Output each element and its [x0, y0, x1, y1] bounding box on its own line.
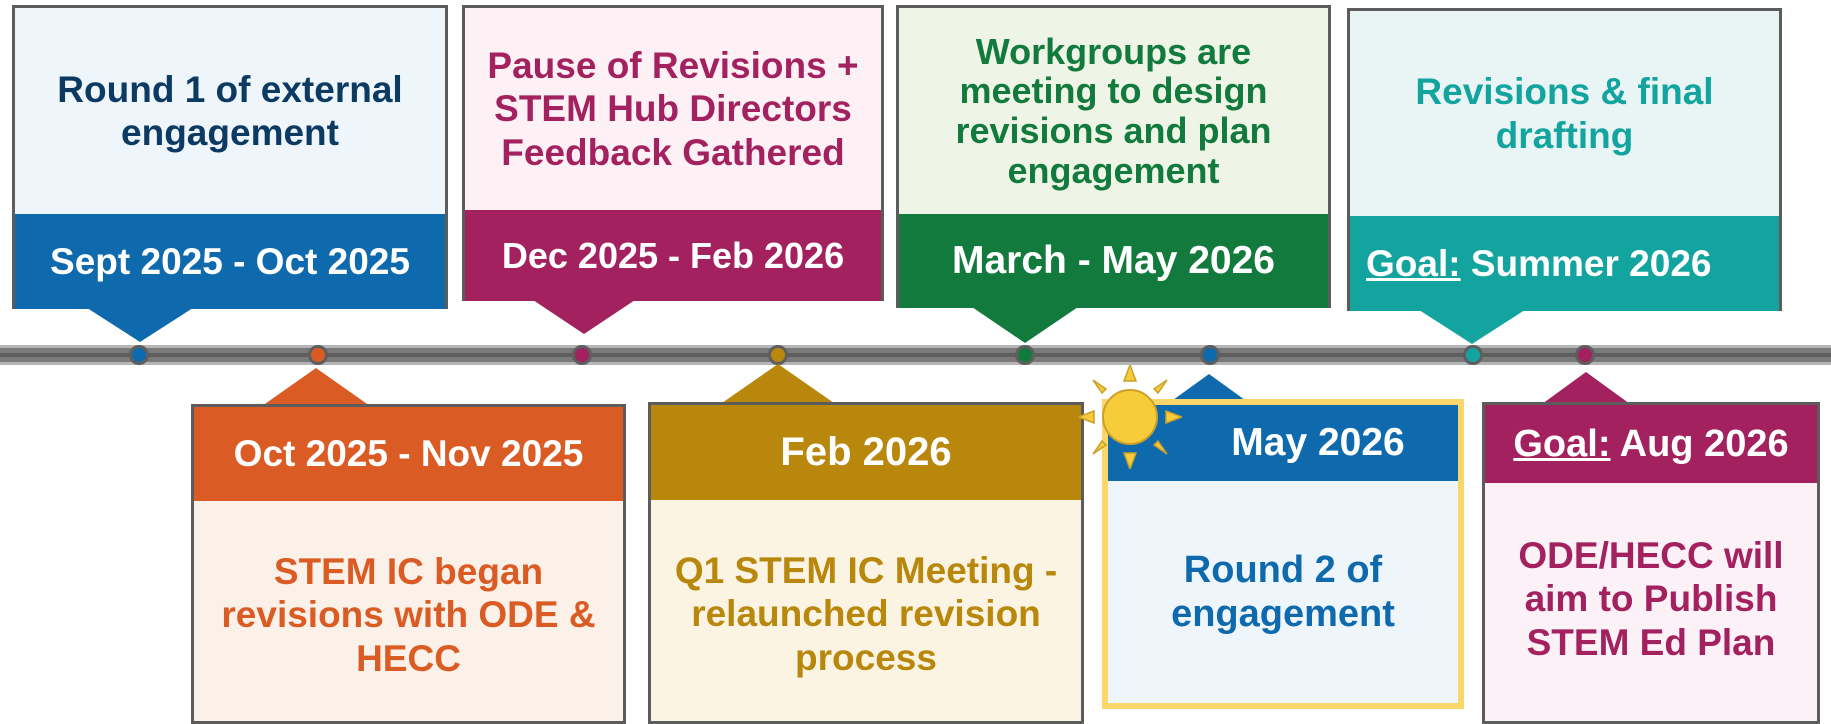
- milestone-title: Revisions & final drafting: [1415, 71, 1714, 156]
- milestone-pointer: [1542, 372, 1630, 404]
- milestone-card-final-drafting: Revisions & final drafting Goal: Summer …: [1347, 8, 1782, 311]
- milestone-text: STEM IC began revisions with ODE & HECC: [221, 551, 596, 679]
- milestone-title: Round 1 of external engagement: [57, 68, 403, 153]
- timeline-line: [0, 345, 1831, 365]
- sun-icon: [1078, 365, 1182, 469]
- milestone-date: Summer 2026: [1460, 242, 1712, 284]
- milestone-date-row: Goal: Aug 2026: [1485, 405, 1817, 483]
- milestone-pointer: [262, 368, 370, 406]
- milestone-text: Q1 STEM IC Meeting - relaunched revision…: [674, 550, 1058, 678]
- milestone-card-stem-ic-began: Oct 2025 - Nov 2025 STEM IC began revisi…: [191, 404, 626, 724]
- milestone-date-row: Goal: Summer 2026: [1350, 216, 1779, 311]
- milestone-card-round1: Round 1 of external engagement Sept 2025…: [12, 5, 448, 309]
- milestone-card-pause-revisions: Pause of Revisions + STEM Hub Directors …: [462, 5, 884, 301]
- timeline-dot-summer-2026: [1463, 345, 1483, 365]
- milestone-pointer: [969, 305, 1081, 343]
- milestone-date: Feb 2026: [651, 405, 1081, 500]
- milestone-text: ODE/HECC will aim to Publish STEM Ed Pla…: [1518, 535, 1784, 663]
- milestone-pointer: [1416, 308, 1528, 344]
- milestone-card-workgroups: Workgroups are meeting to design revisio…: [896, 5, 1331, 308]
- milestone-pointer: [530, 298, 638, 334]
- milestone-card-q1-meeting: Feb 2026 Q1 STEM IC Meeting - relaunched…: [648, 402, 1084, 724]
- milestone-card-publish-plan: Goal: Aug 2026 ODE/HECC will aim to Publ…: [1482, 402, 1820, 724]
- milestone-date: March - May 2026: [899, 214, 1328, 308]
- milestone-text: Round 2 of engagement: [1171, 548, 1395, 635]
- milestone-pointer: [722, 364, 834, 403]
- milestone-pointer: [84, 306, 196, 342]
- timeline-dot-sept-2025: [129, 345, 149, 365]
- milestone-date: Oct 2025 - Nov 2025: [194, 407, 623, 501]
- milestone-pointer: [1173, 374, 1245, 400]
- timeline-dot-may-2026: [1200, 345, 1220, 365]
- milestone-date: Dec 2025 - Feb 2026: [465, 210, 881, 301]
- milestone-date: Sept 2025 - Oct 2025: [15, 214, 445, 309]
- milestone-card-round2: May 2026 Round 2 of engagement: [1102, 399, 1464, 709]
- milestone-title: Pause of Revisions + STEM Hub Directors …: [487, 45, 859, 173]
- milestone-date: Aug 2026: [1610, 422, 1789, 465]
- timeline-dot-feb-2026: [768, 345, 788, 365]
- goal-label: Goal:: [1366, 242, 1461, 284]
- timeline-dot-dec-2025: [572, 345, 592, 365]
- goal-label: Goal:: [1513, 422, 1611, 465]
- timeline-dot-aug-2026: [1575, 345, 1595, 365]
- milestone-title: Workgroups are meeting to design revisio…: [955, 30, 1272, 191]
- timeline-dot-oct-2025: [308, 345, 328, 365]
- timeline-dot-march-2026: [1015, 345, 1035, 365]
